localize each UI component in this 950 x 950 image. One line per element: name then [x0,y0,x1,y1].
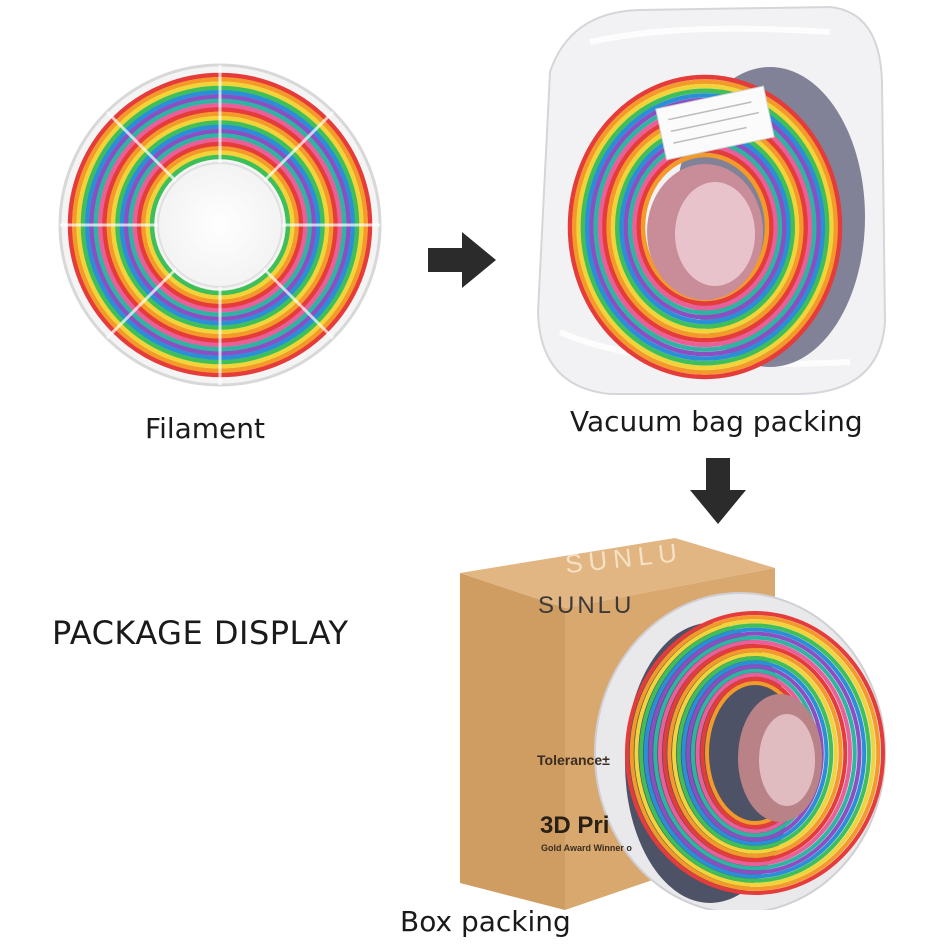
caption-box-packing: Box packing [400,905,571,938]
filament-ring [634,619,876,887]
filament-ring [567,74,843,380]
filament-ring [629,615,881,891]
box-tolerance-text: Tolerance± [537,752,610,768]
vacuum-bag-spool-image [536,5,887,395]
caption-filament: Filament [145,412,266,445]
box-brand-logo-text: SUNLU [538,592,635,619]
filament-ring [676,656,834,850]
box-product-text: 3D Pri [540,812,610,839]
filament-ring [572,79,838,375]
filament-ring [672,652,838,854]
filament-ring [681,660,829,846]
filament-spool-image [58,63,382,387]
filament-ring [580,88,830,366]
arrow-down-icon [690,458,746,524]
filament-ring [576,83,834,371]
filament-ring [653,635,857,871]
box-packing-image [460,538,886,910]
arrow-right-icon [428,232,496,288]
filament-ring [657,639,853,867]
filament-ring [662,643,848,863]
filament-ring [643,627,867,879]
filament-ring [639,623,871,883]
filament-ring [625,611,885,895]
box-award-text: Gold Award Winner o [541,843,632,853]
filament-ring [584,93,826,361]
filament-ring [667,648,843,858]
page-title: PACKAGE DISPLAY [52,614,349,652]
caption-vacuum-bag: Vacuum bag packing [570,405,863,438]
filament-ring [648,631,862,875]
